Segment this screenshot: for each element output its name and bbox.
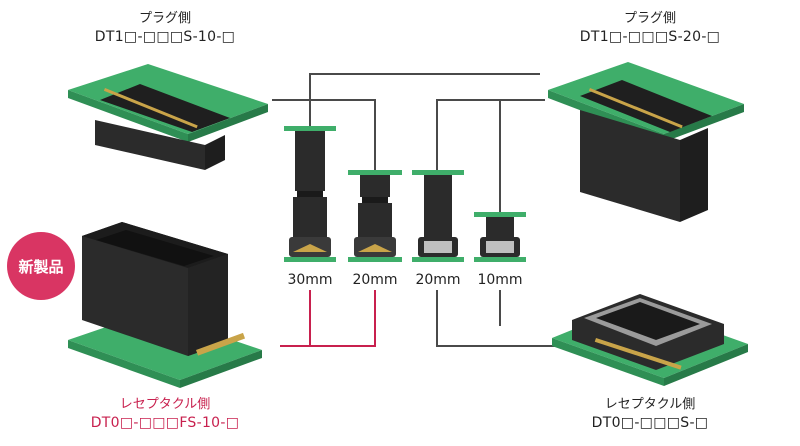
recept-left-side: レセプタクル側 (119, 397, 211, 412)
new-product-badge: 新製品 (7, 232, 75, 300)
height-label-4: 10mm (477, 272, 523, 288)
line-plug-left-stack1 (272, 99, 311, 128)
stack-20mm-a (348, 170, 402, 262)
stack-30mm (284, 126, 336, 262)
line-recept-right-stack3 (436, 290, 560, 347)
line-plug-left-stack2 (310, 99, 376, 170)
line-recept-left-stack2 (280, 290, 376, 347)
height-label-2: 20mm (352, 272, 398, 288)
label-plug-left: プラグ側 DT1□-□□□S-10-□ (65, 10, 265, 46)
recept-right-side: レセプタクル側 (604, 397, 696, 412)
plug-right-image (548, 62, 744, 222)
receptacle-left-image (68, 222, 262, 388)
line-plug-right-stack1 (309, 73, 540, 100)
receptacle-right-image (552, 294, 748, 386)
recept-left-part: DT0□-□□□FS-10-□ (90, 414, 240, 431)
connection-lines (272, 73, 560, 347)
plug-left-image (68, 64, 268, 170)
recept-right-part: DT0□-□□□S-□ (591, 414, 709, 431)
label-recept-right: レセプタクル側 DT0□-□□□S-□ (550, 396, 750, 432)
plug-left-side: プラグ側 (138, 11, 191, 26)
height-label-1: 30mm (287, 272, 333, 288)
red-lines (280, 290, 376, 347)
plug-left-part: DT1□-□□□S-10-□ (94, 28, 236, 45)
plug-right-side: プラグ側 (623, 11, 676, 26)
stack-10mm (474, 212, 526, 262)
line-plug-right-stack3 (436, 99, 500, 170)
height-label-3: 20mm (415, 272, 461, 288)
label-plug-right: プラグ側 DT1□-□□□S-20-□ (545, 10, 755, 46)
label-recept-left: レセプタクル側 DT0□-□□□FS-10-□ (60, 396, 270, 432)
plug-right-part: DT1□-□□□S-20-□ (579, 28, 721, 45)
line-plug-right-stack4 (499, 99, 545, 212)
stack-20mm-b (412, 170, 464, 262)
